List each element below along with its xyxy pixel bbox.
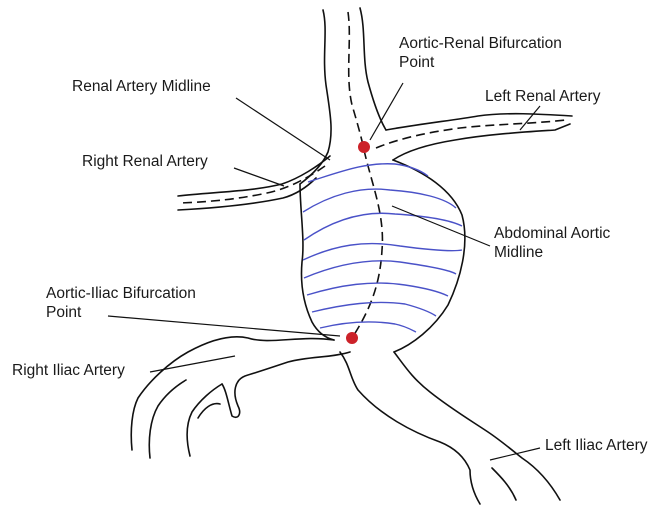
aortic-renal-bifurcation-dot (358, 141, 370, 153)
left-renal-artery-lower-wall (393, 124, 570, 160)
right-iliac-artery-label: Right Iliac Artery (12, 361, 125, 380)
aortic-iliac-bifurcation-label: Aortic-Iliac Bifurcation Point (46, 284, 196, 322)
left-renal-artery-label: Left Renal Artery (485, 87, 600, 106)
aneurysm-left-wall (300, 184, 334, 340)
leader-lines (108, 83, 540, 460)
left-iliac-artery-left-wall (340, 352, 480, 504)
right-renal-artery-midline (180, 166, 325, 203)
abdominal-aortic-midline-label: Abdominal Aortic Midline (494, 224, 610, 262)
aortic-renal-bifurcation-label: Aortic-Renal Bifurcation Point (399, 34, 562, 72)
left-iliac-branch (492, 468, 516, 500)
left-iliac-artery-right-wall (394, 352, 560, 500)
left-iliac-artery-label: Left Iliac Artery (545, 436, 648, 455)
upper-aorta-right-wall (360, 8, 386, 130)
right-iliac-small-branch (198, 404, 220, 418)
renal-artery-midline-label: Renal Artery Midline (72, 77, 211, 96)
left-renal-artery-midline (376, 120, 566, 148)
aortic-iliac-bifurcation-dot (346, 332, 358, 344)
aneurysm-right-wall (393, 160, 465, 352)
right-renal-artery-label: Right Renal Artery (82, 152, 208, 171)
right-iliac-artery-lower-wall (222, 352, 350, 417)
right-iliac-artery-upper-wall (131, 337, 334, 450)
right-iliac-branch (149, 380, 222, 458)
